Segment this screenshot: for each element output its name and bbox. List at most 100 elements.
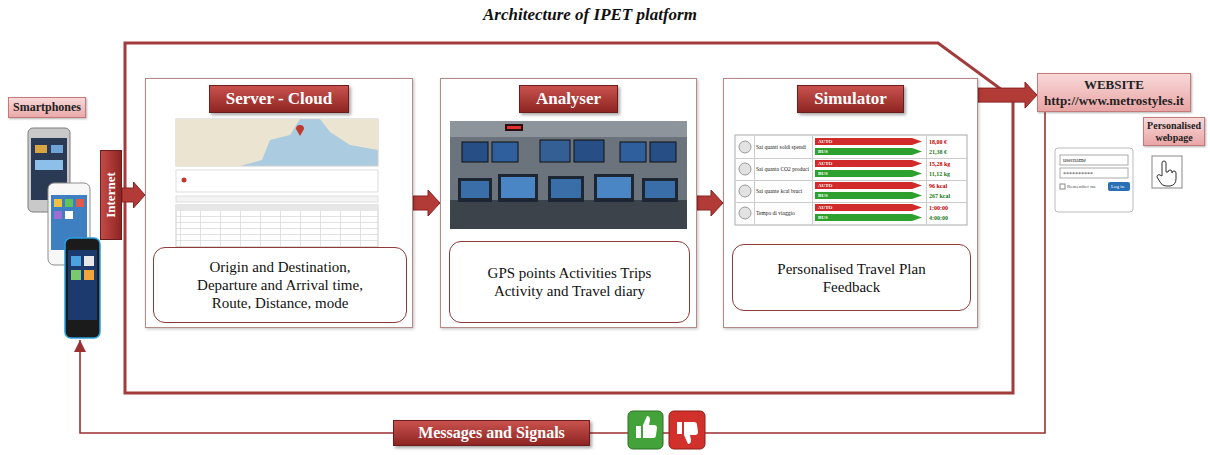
monitor-screen — [461, 181, 489, 198]
thumb-down — [677, 422, 698, 444]
node-text: Internet — [103, 172, 119, 218]
panel-heading: Simulator — [797, 85, 904, 113]
module-panel: AnalyserGPS points Activities Trips Acti… — [440, 78, 697, 328]
phone-icon — [65, 199, 73, 207]
phone-icon — [54, 199, 62, 207]
info-marker — [182, 178, 187, 183]
value-text: 4:00:00 — [929, 215, 948, 221]
desk-monitor — [548, 176, 584, 202]
block-arrow — [978, 82, 1037, 108]
value-text: 15,28 kg — [929, 161, 950, 167]
desk-monitor — [458, 178, 492, 202]
phone-icon — [71, 256, 81, 266]
phone-screen — [68, 250, 97, 320]
value-text: 1:00:00 — [929, 205, 948, 211]
server-screenshot — [176, 119, 378, 247]
car-bar — [815, 138, 922, 145]
description-box: Origin and Destination, Departure and Ar… — [153, 247, 407, 323]
checkbox — [1060, 184, 1065, 189]
webpage-box: Personalised webpage — [1143, 117, 1205, 146]
bar-label: BUS — [818, 171, 828, 176]
car-bar — [815, 204, 922, 211]
map-land — [320, 119, 378, 150]
thumb-up — [636, 416, 657, 438]
bus-bar — [815, 214, 922, 221]
simulator-table — [735, 135, 967, 225]
panel-heading: Server - Cloud — [209, 85, 349, 113]
feedback-box: Messages and Signals — [393, 420, 590, 446]
description-box: Personalised Travel Plan Feedback — [732, 244, 971, 311]
module-panel: SimulatorPersonalised Travel Plan Feedba… — [723, 78, 978, 328]
bar-label: BUS — [818, 149, 828, 154]
phone-icon — [84, 270, 94, 280]
device-group: Smartphones — [8, 97, 100, 340]
node-text: Personalised Travel Plan Feedback — [757, 260, 947, 296]
smartphone-pictures — [28, 128, 100, 338]
wall-monitor — [650, 142, 676, 162]
thumbs-down-icon — [669, 411, 705, 449]
row-caption: Sai quante kcal bruci — [756, 189, 802, 195]
checkbox-text: Remember me — [1067, 184, 1096, 189]
bar-label: AUTO — [818, 161, 832, 166]
row-caption: Tempo di viaggio — [756, 211, 795, 217]
photo-desk — [450, 200, 687, 229]
node-text: WEBSITE http://www.metrostyles.it — [1044, 77, 1184, 108]
description-box: GPS points Activities Trips Activity and… — [449, 241, 690, 323]
phone-icon — [76, 199, 84, 207]
wall-monitor — [574, 140, 604, 162]
login-card — [1055, 148, 1133, 212]
value-text: 21,38 € — [929, 149, 947, 155]
block-arrow — [697, 190, 723, 216]
input-field — [1060, 168, 1128, 178]
desk-monitor — [642, 178, 678, 202]
login-button — [1108, 182, 1130, 191]
phone-icon — [35, 160, 63, 170]
button-text: Log in — [1111, 184, 1124, 189]
phone-icon — [54, 211, 62, 219]
node-text: Personalised webpage — [1147, 120, 1201, 143]
table-header — [176, 205, 378, 211]
input-field — [1060, 155, 1128, 165]
monitor-screen — [645, 181, 675, 198]
value-text: 11,12 kg — [929, 171, 950, 177]
control-room-photo — [450, 121, 687, 229]
value-text: 18,00 € — [929, 139, 947, 145]
digital-clock — [505, 124, 523, 131]
panel-heading: Analyser — [519, 85, 618, 113]
platform-outline — [125, 43, 1013, 393]
block-arrow — [413, 190, 440, 216]
desk-monitor — [594, 174, 634, 202]
phone-icon — [71, 270, 81, 280]
table-grid — [735, 135, 967, 225]
phone-icon — [65, 211, 73, 219]
row-icon — [739, 141, 751, 153]
icon-tile — [628, 411, 663, 449]
phone-icon — [35, 145, 47, 153]
photo-ceiling — [450, 121, 687, 137]
bar-label: AUTO — [818, 205, 832, 210]
bar-label: BUS — [818, 215, 828, 220]
desk-monitor — [498, 174, 538, 202]
map-land — [176, 119, 300, 166]
phone-body — [65, 238, 100, 338]
icon-frame — [1152, 156, 1182, 188]
bus-bar — [815, 170, 922, 177]
car-bar — [815, 160, 922, 167]
phone-icon — [84, 256, 94, 266]
phone-icon — [51, 145, 63, 153]
row-caption: Sai quanti soldi spendi — [756, 145, 806, 151]
bar-label: AUTO — [818, 139, 832, 144]
wall-monitor — [540, 140, 570, 162]
clock-digits — [507, 126, 521, 129]
map-sea — [176, 119, 378, 166]
data-table — [176, 205, 378, 247]
row-icon — [739, 207, 751, 219]
website-box: WEBSITE http://www.metrostyles.it — [1037, 73, 1191, 112]
map-pin — [296, 125, 304, 136]
wall-monitor — [620, 142, 646, 162]
value-text: 267 kcal — [929, 193, 950, 199]
node-text: Smartphones — [8, 97, 86, 118]
